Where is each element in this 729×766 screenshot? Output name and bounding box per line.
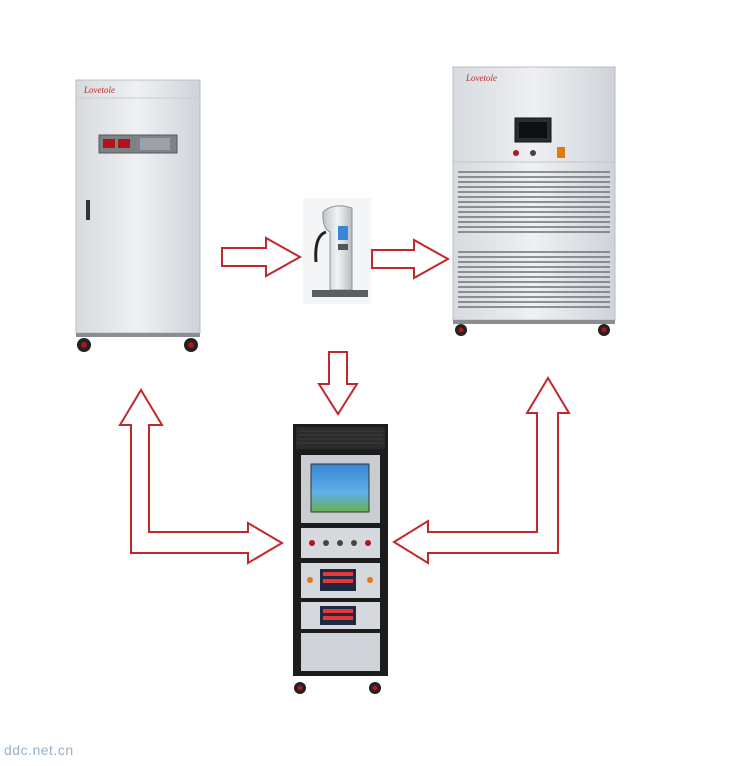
- ac-source-brand-text: Lovetole: [83, 85, 115, 95]
- arrow-ac-to-charger: [221, 236, 303, 278]
- arrow-rack-to-dc-load: [392, 376, 571, 565]
- rack-monitor-screen: [310, 463, 370, 513]
- ev-charging-pile: [303, 198, 371, 304]
- test-system-rack: [293, 424, 388, 694]
- arrow-charger-to-rack: [317, 351, 359, 416]
- charger-screen: [338, 226, 348, 240]
- arrow-charger-to-load: [371, 238, 451, 280]
- ac-power-source-cabinet-icon: [75, 79, 201, 334]
- rack-blank-panel: [301, 633, 380, 671]
- watermark-text: ddc.net.cn: [4, 742, 74, 758]
- emergency-stop-icon: [513, 150, 519, 156]
- ac-power-source-cabinet: Lovetole: [75, 79, 201, 352]
- dc-electronic-load-cabinet: Lovetole: [452, 66, 616, 336]
- dc-load-vent-grille: [458, 171, 610, 308]
- dc-electronic-load-cabinet-icon: [452, 66, 616, 321]
- dc-load-brand-text: Lovetole: [465, 73, 497, 83]
- ac-source-door-handle-icon: [86, 200, 90, 220]
- arrow-rack-to-ac-source: [118, 388, 284, 565]
